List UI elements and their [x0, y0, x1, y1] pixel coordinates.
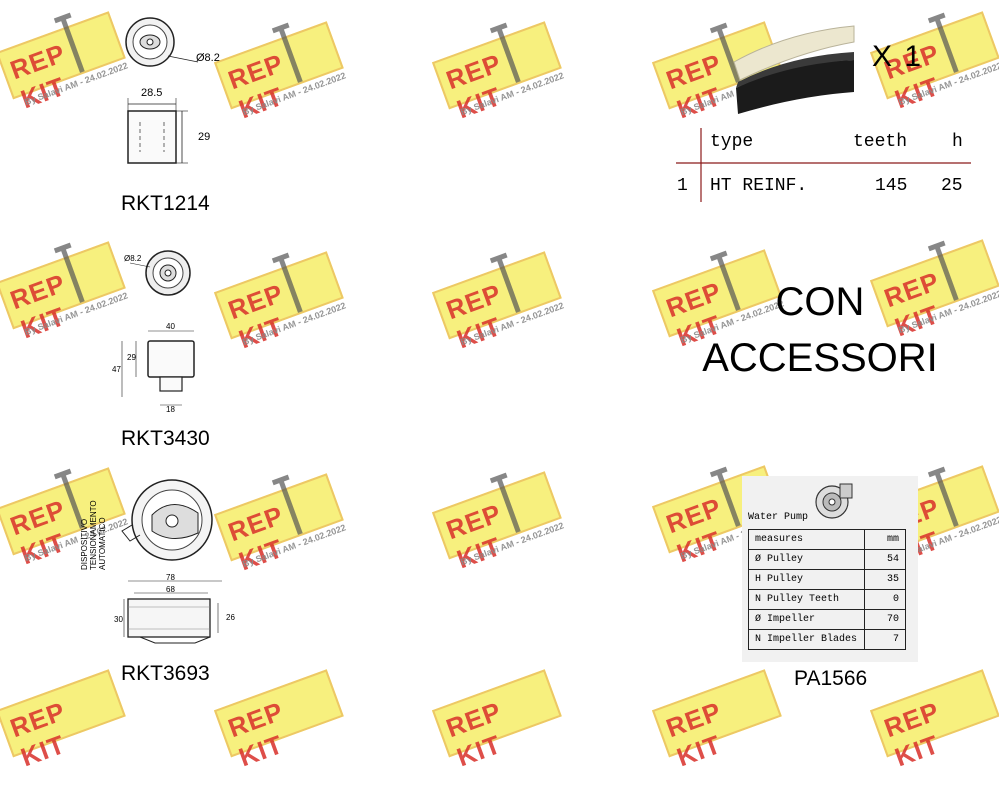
- watermark-stamp: REP KIT By Salavi AM - 24.02.2022: [211, 238, 364, 367]
- pump-icon: [815, 483, 853, 519]
- dim-inner: 68: [166, 585, 175, 594]
- table-row: H Pulley 35: [748, 569, 906, 590]
- watermark-stamp: REP KIT: [211, 656, 364, 785]
- watermark-logo: REP KIT: [6, 695, 70, 773]
- dim-left: 30: [114, 615, 123, 624]
- pump-row-value: 54: [864, 549, 906, 570]
- dim-height: 29: [127, 353, 136, 362]
- pump-row-value: 0: [864, 589, 906, 610]
- watermark-stamp: REP KIT: [429, 656, 582, 785]
- watermark-stamp: REP KIT By Salavi AM - 24.02.2022: [429, 458, 582, 587]
- belt-row-h: 25: [941, 176, 963, 196]
- pump-table: measures mm Ø Pulley 54 H Pulley 35 N Pu…: [748, 529, 906, 650]
- watermark-logo: REP KIT: [442, 695, 506, 773]
- rkt3430-drawing: [121, 250, 195, 406]
- table-row: Ø Pulley 54: [748, 549, 906, 570]
- pump-row-value: 70: [864, 609, 906, 630]
- table-row: N Pulley Teeth 0: [748, 589, 906, 610]
- belt-header-h: h: [952, 132, 963, 152]
- belt-row-index: 1: [677, 176, 688, 196]
- belt-header-teeth: teeth: [853, 132, 908, 152]
- belt-table-rules: [676, 128, 971, 202]
- belt-header-type: type: [710, 132, 754, 152]
- table-row: Ø Impeller 70: [748, 609, 906, 630]
- pump-header-unit: mm: [864, 529, 906, 550]
- table-row: N Impeller Blades 7: [748, 629, 906, 650]
- dim-width: 28.5: [141, 87, 163, 99]
- accessories-line2: ACCESSORI: [702, 336, 938, 380]
- pump-row-value: 35: [864, 569, 906, 590]
- pump-row-label: N Pulley Teeth: [748, 589, 865, 610]
- pump-row-label: H Pulley: [748, 569, 865, 590]
- dim-diameter: Ø8.2: [124, 254, 142, 263]
- dim-right: 26: [226, 613, 235, 622]
- table-row: measures mm: [748, 529, 906, 550]
- rkt3693-drawing: [121, 479, 222, 644]
- dim-width: 40: [166, 322, 175, 331]
- watermark-stamp: REP KIT By Salavi AM - 24.02.2022: [211, 8, 364, 137]
- accessories-line1: CON: [775, 280, 865, 324]
- watermark-logo: REP KIT: [880, 695, 944, 773]
- part-code: RKT3430: [121, 427, 210, 450]
- pump-row-label: N Impeller Blades: [748, 629, 865, 650]
- belt-row-teeth: 145: [875, 176, 908, 196]
- watermark-stamp: REP KIT: [867, 656, 999, 785]
- pump-row-value: 7: [864, 629, 906, 650]
- pump-code: PA1566: [794, 667, 868, 690]
- tensioner-note: DISPOSITIVO TENSIONAMENTO AUTOMATICO: [80, 500, 107, 570]
- rkt1214-drawing: [125, 17, 199, 164]
- pump-row-label: Ø Pulley: [748, 549, 865, 570]
- dim-outer: 78: [166, 573, 175, 582]
- part-code: RKT1214: [121, 192, 210, 215]
- dim-base: 18: [166, 405, 175, 414]
- dim-height: 29: [198, 131, 211, 143]
- pump-row-label: Ø Impeller: [748, 609, 865, 630]
- watermark-logo: REP KIT: [224, 695, 288, 773]
- belt-quantity: X 1: [872, 40, 924, 73]
- watermark-stamp: REP KIT By Salavi AM - 24.02.2022: [429, 8, 582, 137]
- belt-row-type: HT REINF.: [710, 176, 808, 196]
- dim-overall: 47: [112, 365, 121, 374]
- dim-diameter: Ø8.2: [196, 52, 220, 64]
- watermark-logo: REP KIT: [662, 695, 726, 773]
- part-code: RKT3693: [121, 662, 210, 685]
- watermark-stamp: REP KIT: [649, 656, 802, 785]
- belt-image: [733, 25, 855, 114]
- pump-header-label: measures: [748, 529, 865, 550]
- watermark-stamp: REP KIT By Salavi AM - 24.02.2022: [429, 238, 582, 367]
- pump-title: Water Pump: [748, 512, 809, 523]
